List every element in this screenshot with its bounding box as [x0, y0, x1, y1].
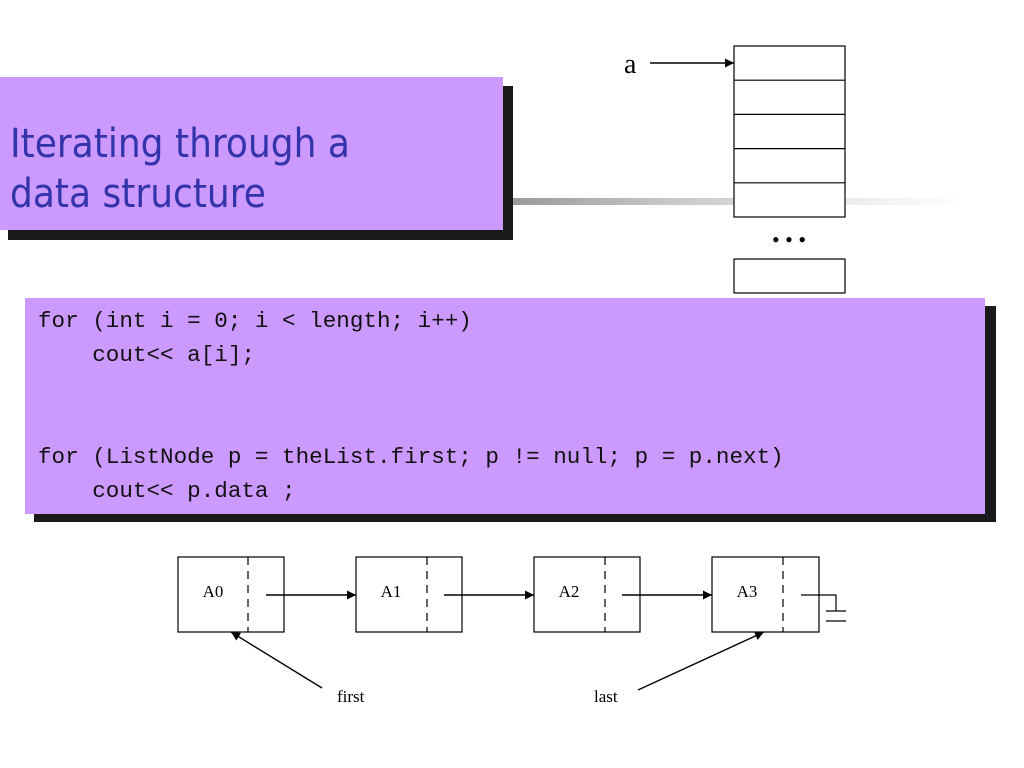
first-label: first: [337, 687, 365, 706]
array-figure: a • • •: [624, 45, 846, 294]
array-block: [733, 45, 846, 218]
first-pointer-arrow: [230, 631, 323, 689]
title-line-2: data structure: [10, 171, 266, 217]
title-line-1: Iterating through a: [10, 121, 350, 167]
linked-list-figure: A0 A1 A2 A3 first last: [177, 556, 846, 706]
code-line-2: cout<< a[i];: [38, 342, 255, 368]
array-pointer-label: a: [624, 49, 637, 80]
title-box: [0, 77, 503, 230]
list-node-label: A1: [381, 582, 402, 601]
list-node-label: A0: [203, 582, 224, 601]
array-last-cell: [733, 258, 846, 294]
slide-title: Iterating through a data structure: [10, 119, 442, 219]
list-node-label: A2: [559, 582, 580, 601]
code-box: [25, 298, 985, 514]
array-ellipsis: • • •: [772, 227, 806, 252]
code-line-1: for (int i = 0; i < length; i++): [38, 308, 472, 334]
code-line-6: cout<< p.data ;: [38, 478, 296, 504]
last-pointer-arrow: [637, 631, 765, 691]
list-node-label: A3: [737, 582, 758, 601]
last-label: last: [594, 687, 618, 706]
code-line-5: for (ListNode p = theList.first; p != nu…: [38, 444, 784, 470]
null-ground-icon: [801, 594, 846, 622]
